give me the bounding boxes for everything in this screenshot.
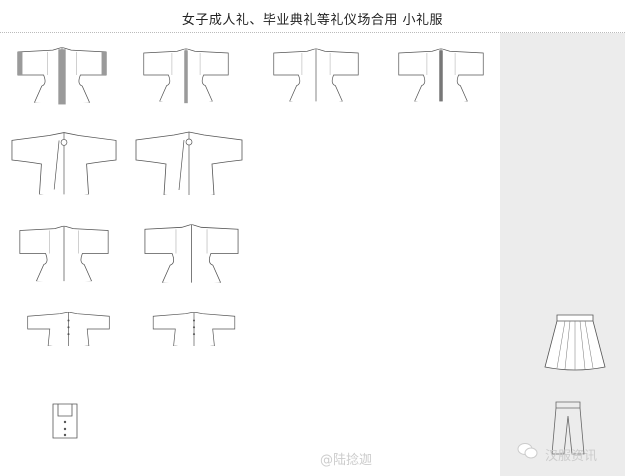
- jacket-sketch-9: [25, 312, 112, 346]
- jacket-sketch-6: [133, 130, 245, 195]
- trousers-sketch: [551, 401, 585, 455]
- jacket-sketch-10: [150, 312, 238, 346]
- jacket-sketch-1: [16, 45, 108, 105]
- jacket-sketch-3: [272, 45, 360, 105]
- title-divider: [0, 32, 625, 33]
- skirt-sketch: [544, 314, 606, 371]
- jacket-sketch-4: [397, 45, 485, 105]
- jacket-sketch-7: [18, 222, 110, 285]
- page-title: 女子成人礼、毕业典礼等礼仪场合用 小礼服: [181, 13, 444, 28]
- weibo-watermark: @陆捻迦: [320, 453, 373, 468]
- wechat-icon: [517, 443, 538, 459]
- jacket-sketch-5: [10, 130, 118, 195]
- jacket-sketch-2: [142, 45, 230, 105]
- wechat-watermark: 汉服资讯: [545, 449, 598, 464]
- jacket-sketch-8: [143, 222, 240, 285]
- vest-sketch: [52, 403, 78, 439]
